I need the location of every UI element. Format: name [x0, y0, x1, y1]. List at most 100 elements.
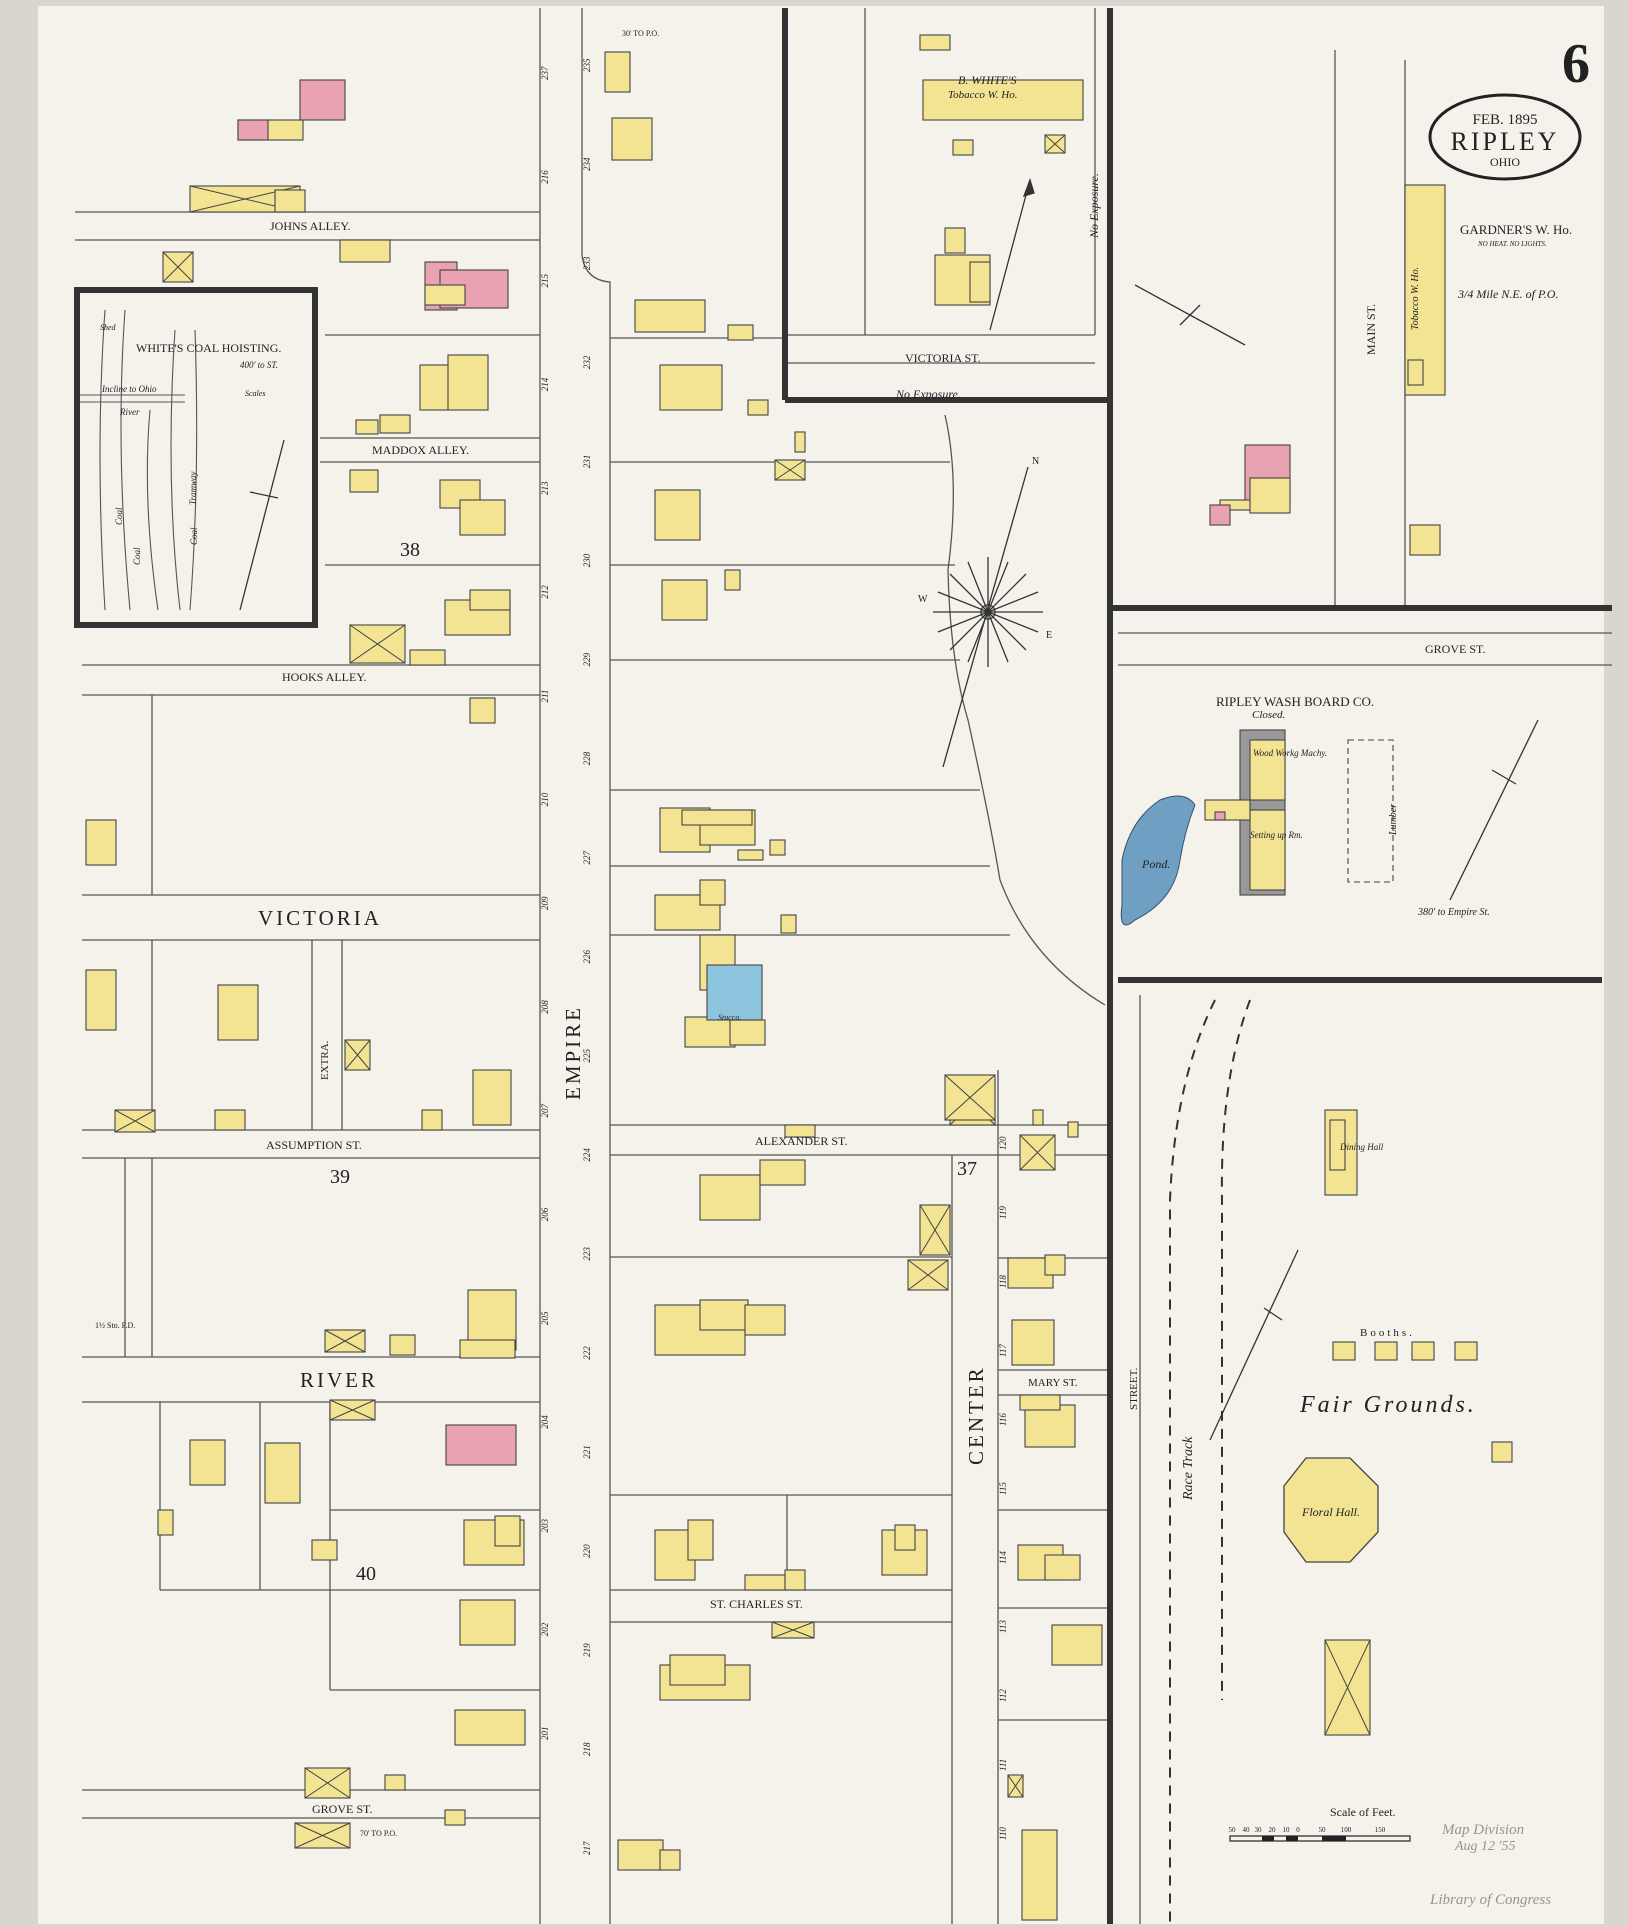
- building[interactable]: [299, 79, 346, 121]
- building[interactable]: [459, 499, 506, 536]
- building[interactable]: [604, 51, 631, 93]
- building[interactable]: [217, 984, 259, 1041]
- building[interactable]: [1032, 1109, 1044, 1126]
- building[interactable]: [85, 819, 117, 866]
- building[interactable]: [1332, 1341, 1356, 1361]
- building[interactable]: [654, 489, 701, 541]
- building[interactable]: [1044, 1554, 1081, 1581]
- building[interactable]: [1249, 477, 1291, 514]
- building[interactable]: [349, 469, 379, 493]
- building[interactable]: [737, 849, 764, 861]
- scale-tick-label: 150: [1375, 1826, 1386, 1834]
- floral-hall[interactable]: [1283, 1457, 1379, 1563]
- building[interactable]: [1067, 1121, 1079, 1138]
- building[interactable]: [634, 299, 706, 333]
- building[interactable]: [684, 1016, 736, 1048]
- building[interactable]: [459, 1599, 516, 1646]
- building[interactable]: [494, 1515, 521, 1547]
- building[interactable]: [894, 1524, 916, 1551]
- building[interactable]: [421, 1109, 443, 1131]
- building[interactable]: [444, 1809, 466, 1826]
- scale-tick-label: 0: [1296, 1826, 1300, 1834]
- building[interactable]: [687, 1519, 714, 1561]
- building[interactable]: [744, 1574, 786, 1591]
- building[interactable]: [1454, 1341, 1478, 1361]
- building[interactable]: [681, 809, 753, 826]
- building[interactable]: [454, 1709, 526, 1746]
- building[interactable]: [747, 399, 769, 416]
- building[interactable]: [659, 364, 723, 411]
- building[interactable]: [424, 284, 466, 306]
- building[interactable]: [409, 649, 446, 666]
- building[interactable]: [472, 1069, 512, 1126]
- building[interactable]: [1407, 359, 1424, 386]
- building[interactable]: [419, 364, 451, 411]
- building[interactable]: [699, 879, 726, 906]
- building[interactable]: [1329, 1119, 1346, 1171]
- building[interactable]: [699, 1174, 761, 1221]
- building[interactable]: [274, 189, 306, 213]
- building[interactable]: [1051, 1624, 1103, 1666]
- building-cross: [907, 1259, 949, 1291]
- building[interactable]: [447, 354, 489, 411]
- building[interactable]: [1491, 1441, 1513, 1463]
- building[interactable]: [706, 964, 763, 1021]
- building[interactable]: [659, 1849, 681, 1871]
- building[interactable]: [469, 697, 496, 724]
- building[interactable]: [469, 589, 511, 611]
- building[interactable]: [85, 969, 117, 1031]
- building[interactable]: [264, 1442, 301, 1504]
- building[interactable]: [379, 414, 411, 434]
- building[interactable]: [769, 839, 786, 856]
- building[interactable]: [699, 1299, 749, 1331]
- house-number: 112: [998, 1689, 1008, 1702]
- building[interactable]: [784, 1569, 806, 1591]
- building[interactable]: [1011, 1319, 1055, 1366]
- building[interactable]: [759, 1159, 806, 1186]
- building[interactable]: [389, 1334, 416, 1356]
- label-assumption: ASSUMPTION ST.: [266, 1138, 362, 1152]
- building[interactable]: [919, 34, 951, 51]
- building[interactable]: [1209, 504, 1231, 526]
- pond[interactable]: [1120, 795, 1196, 926]
- building[interactable]: [237, 119, 269, 141]
- building[interactable]: [944, 227, 966, 254]
- building[interactable]: [1347, 739, 1394, 883]
- building[interactable]: [744, 1304, 786, 1336]
- building[interactable]: [1021, 1829, 1058, 1921]
- building[interactable]: [311, 1539, 338, 1561]
- building[interactable]: [969, 261, 991, 303]
- building[interactable]: [661, 579, 708, 621]
- building[interactable]: [611, 117, 653, 161]
- building[interactable]: [445, 1424, 517, 1466]
- building[interactable]: [1249, 809, 1286, 891]
- building[interactable]: [794, 431, 806, 453]
- building[interactable]: [1249, 739, 1286, 801]
- building[interactable]: [724, 569, 741, 591]
- scale-tick-label: 10: [1283, 1826, 1291, 1834]
- label-tobacco-wh: Tobacco W. Ho.: [948, 89, 1017, 101]
- building[interactable]: [157, 1509, 174, 1536]
- building[interactable]: [727, 324, 754, 341]
- building[interactable]: [922, 79, 1084, 121]
- building[interactable]: [784, 1124, 816, 1138]
- building[interactable]: [214, 1109, 246, 1131]
- building[interactable]: [780, 914, 797, 934]
- building[interactable]: [1214, 811, 1226, 821]
- building[interactable]: [1374, 1341, 1398, 1361]
- building[interactable]: [384, 1774, 406, 1791]
- building[interactable]: [952, 139, 974, 156]
- building[interactable]: [729, 1019, 766, 1046]
- building[interactable]: [1409, 524, 1441, 556]
- building[interactable]: [1204, 799, 1251, 821]
- building[interactable]: [459, 1339, 516, 1359]
- building[interactable]: [669, 1654, 726, 1686]
- building[interactable]: [189, 1439, 226, 1486]
- building[interactable]: [617, 1839, 664, 1871]
- building[interactable]: [1044, 1254, 1066, 1276]
- building[interactable]: [1024, 1404, 1076, 1448]
- building[interactable]: [1411, 1341, 1435, 1361]
- building[interactable]: [1019, 1394, 1061, 1411]
- building[interactable]: [339, 239, 391, 263]
- building[interactable]: [355, 419, 379, 435]
